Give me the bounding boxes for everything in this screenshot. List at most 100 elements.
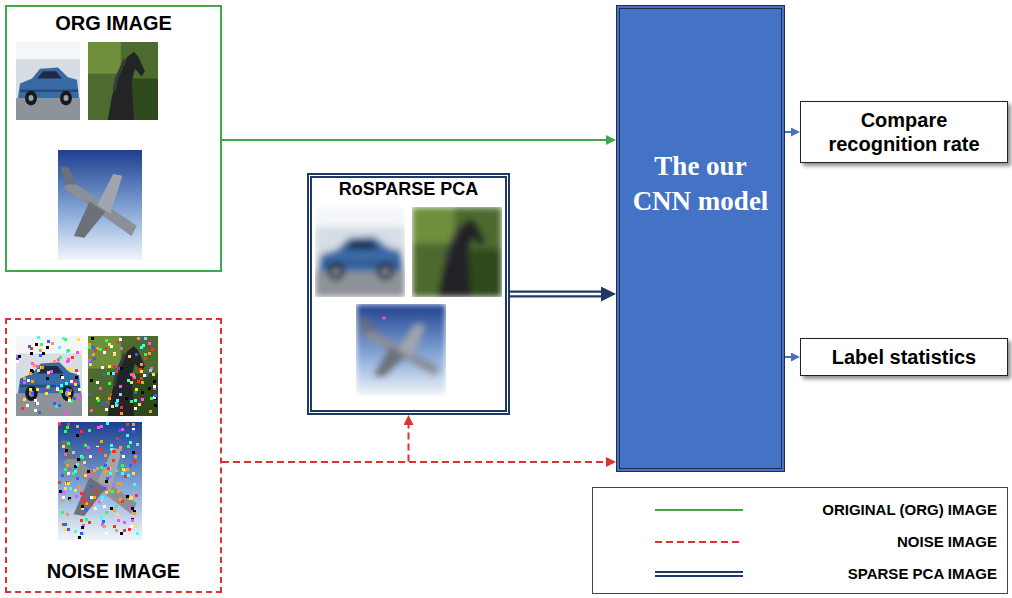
noise-dot <box>103 351 106 354</box>
connector-arrow <box>785 357 791 358</box>
noise-dot <box>77 458 80 461</box>
horse-image <box>412 207 502 297</box>
noise-dot <box>47 340 50 343</box>
noise-dot <box>74 530 77 533</box>
legend-row: NOISE IMAGE <box>593 526 1007 558</box>
noise-dot <box>126 468 129 471</box>
noise-dot <box>40 366 43 369</box>
noise-dot <box>134 407 137 410</box>
noise-dot <box>68 392 71 395</box>
noise-dot <box>78 536 81 539</box>
noise-dot <box>96 446 99 449</box>
noise-dot <box>110 444 113 447</box>
noise-dot <box>64 430 67 433</box>
noise-dot <box>23 345 26 348</box>
noise-dot <box>58 423 61 426</box>
noise-dot <box>88 474 91 477</box>
noise-dot <box>117 482 120 485</box>
noise-dot <box>81 456 84 459</box>
box-title: RoSPARSE PCA <box>312 179 505 200</box>
noise-dot <box>67 482 70 485</box>
noise-dot <box>53 402 56 405</box>
noise-dot <box>128 528 131 531</box>
noise-dot <box>101 496 104 499</box>
noise-dot <box>51 342 54 345</box>
noise-dot <box>93 469 96 472</box>
legend-sample <box>655 558 743 590</box>
noise-dot <box>129 497 132 500</box>
noise-dot <box>100 466 103 469</box>
noise-dot <box>89 455 92 458</box>
noise-dot <box>60 390 63 393</box>
horse-image <box>88 336 158 416</box>
noise-dot <box>58 481 61 484</box>
noise-dot <box>96 467 99 470</box>
noise-dot <box>123 529 126 532</box>
noise-dot <box>144 353 147 356</box>
noise-dot <box>115 529 118 532</box>
noise-dot <box>116 437 119 440</box>
noise-dot <box>30 352 33 355</box>
noise-dot <box>103 525 106 528</box>
noise-dot <box>144 337 147 340</box>
noise-dot <box>130 525 133 528</box>
noise-dot <box>127 474 130 477</box>
legend-sample <box>655 494 743 526</box>
noise-dot <box>64 487 67 490</box>
sparse-pca-images <box>315 207 502 396</box>
noise-dot <box>47 385 50 388</box>
noise-dot <box>134 399 137 402</box>
noise-dot <box>96 505 99 508</box>
noise-dot <box>66 388 69 391</box>
noise-dot <box>29 372 32 375</box>
sparse-pca-box: RoSPARSE PCA <box>307 173 510 415</box>
noise-dot <box>46 377 49 380</box>
noise-dot <box>121 428 124 431</box>
noise-dot <box>75 376 78 379</box>
horse-image <box>88 42 158 120</box>
noise-dot <box>23 398 26 401</box>
legend-line <box>655 541 743 543</box>
noise-dot <box>31 362 34 365</box>
noise-dot <box>80 455 83 458</box>
noise-dot <box>134 391 137 394</box>
noise-dot <box>153 380 156 383</box>
noise-dot <box>26 404 29 407</box>
noise-dot <box>113 450 116 453</box>
noise-dot <box>90 379 93 382</box>
connector-line <box>222 139 606 141</box>
legend-sample <box>655 526 743 558</box>
noise-dot <box>62 337 65 340</box>
noise-dot <box>108 467 111 470</box>
noise-dot <box>72 451 75 454</box>
noise-dot <box>96 381 99 384</box>
noise-dot <box>109 472 112 475</box>
noise-dot <box>126 495 129 498</box>
noise-dot <box>66 513 69 516</box>
noise-dot <box>117 490 120 493</box>
noise-dot <box>36 365 39 368</box>
noise-dot <box>153 385 156 388</box>
noise-dot <box>21 407 24 410</box>
noise-dot <box>127 445 130 448</box>
noise-dot <box>137 337 140 340</box>
noise-dot <box>133 483 136 486</box>
legend-box: ORIGINAL (ORG) IMAGENOISE IMAGESPARSE PC… <box>592 487 1008 594</box>
legend-line <box>655 573 743 575</box>
noise-dot <box>45 392 48 395</box>
noise-dot <box>100 516 103 519</box>
noise-dot <box>69 389 72 392</box>
noise-dot <box>65 449 68 452</box>
noise-dot <box>136 532 139 535</box>
connector-arrow <box>222 425 409 462</box>
noise-dot <box>148 387 151 390</box>
noise-dot <box>97 426 100 429</box>
noise-dot <box>96 447 99 450</box>
output-label: Label statistics <box>811 345 997 369</box>
noise-dot <box>130 400 133 403</box>
noise-dot <box>113 525 116 528</box>
noise-dot <box>112 450 115 453</box>
noise-dot <box>73 382 76 385</box>
noise-dot <box>61 499 64 502</box>
noise-dot <box>132 472 135 475</box>
